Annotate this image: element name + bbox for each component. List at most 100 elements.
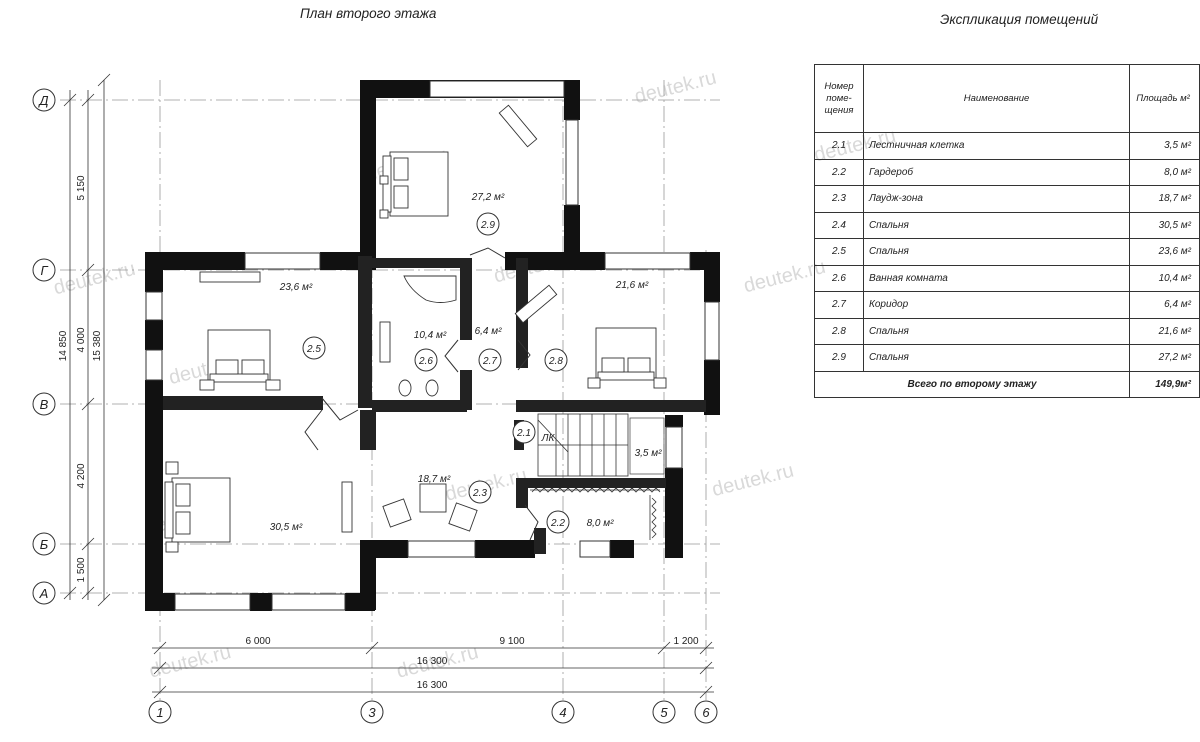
toilet-icon xyxy=(398,379,412,397)
grid-col-3: 3 xyxy=(368,705,376,720)
table-row: 2.7 Коридор 6,4 м² xyxy=(814,291,1200,319)
room-area-2-9: 27,2 м² xyxy=(471,192,505,203)
row-number: 2.6 xyxy=(814,264,864,292)
total-area: 149,9м² xyxy=(1129,370,1200,398)
room-area-2-6: 10,4 м² xyxy=(414,330,447,341)
header-number: Номер поме-щения xyxy=(814,64,864,133)
table-total-row: Всего по второму этажу 149,9м² xyxy=(813,370,1200,398)
row-area: 8,0 м² xyxy=(1129,158,1200,186)
watermark: deutek.ru xyxy=(51,258,137,300)
dim-overall-b: 15 380 xyxy=(92,330,103,361)
table-row: 2.2 Гардероб 8,0 м² xyxy=(814,158,1200,186)
tv-unit-icon xyxy=(199,271,261,283)
room-area-2-3: 18,7 м² xyxy=(418,474,451,485)
wardrobe-rails xyxy=(530,487,661,540)
row-number: 2.8 xyxy=(814,317,864,345)
plan-title: План второго этажа xyxy=(300,6,437,21)
table-row: 2.5 Спальня 23,6 м² xyxy=(814,238,1200,266)
room-id-2-3: 2.3 xyxy=(472,488,487,499)
row-number: 2.3 xyxy=(814,185,864,213)
room-area-2-5: 23,6 м² xyxy=(279,282,313,293)
table-row: 2.4 Спальня 30,5 м² xyxy=(814,211,1200,239)
grid-row-v: В xyxy=(40,397,49,412)
doors xyxy=(304,247,539,541)
vertical-dimension-labels: 5 150 4 000 4 200 1 500 14 850 15 380 xyxy=(58,175,103,582)
room-area-2-2: 8,0 м² xyxy=(587,518,615,529)
row-name: Спальня xyxy=(862,317,1131,345)
room-id-2-2: 2.2 xyxy=(550,518,565,529)
row-area: 23,6 м² xyxy=(1129,238,1200,266)
dim-b-a: 1 500 xyxy=(76,557,87,582)
row-name: Лаудж-зона xyxy=(862,185,1131,213)
dim-d-g: 5 150 xyxy=(76,175,87,200)
table-header-row: Номер поме-щения Наименование Площадь м² xyxy=(814,64,1200,133)
grid-col-5: 5 xyxy=(660,705,668,720)
dim-g-v: 4 000 xyxy=(76,327,87,352)
grid-row-b: Б xyxy=(40,537,49,552)
grid-col-1: 1 xyxy=(156,705,163,720)
room-area-2-8: 21,6 м² xyxy=(615,280,649,291)
dim-c3-5: 9 100 xyxy=(499,636,524,647)
grid-row-g: Г xyxy=(40,263,48,278)
toilet-icon xyxy=(425,379,439,397)
room-id-2-8: 2.8 xyxy=(548,356,563,367)
grid-col-4: 4 xyxy=(559,705,566,720)
room-tag-lk: ЛК xyxy=(541,433,556,444)
row-number: 2.1 xyxy=(814,132,864,160)
room-id-2-7: 2.7 xyxy=(482,356,497,367)
table-row: 2.1 Лестничная клетка 3,5 м² xyxy=(814,132,1200,160)
header-name: Наименование xyxy=(862,64,1131,133)
row-area: 6,4 м² xyxy=(1129,291,1200,319)
table-row: 2.9 Спальня 27,2 м² xyxy=(814,344,1200,372)
room-id-2-1: 2.1 xyxy=(516,428,531,439)
table-row: 2.6 Ванная комната 10,4 м² xyxy=(814,264,1200,292)
room-id-2-5: 2.5 xyxy=(306,344,321,355)
room-id-2-6: 2.6 xyxy=(418,356,433,367)
dim-overall-a: 14 850 xyxy=(58,330,69,361)
tv-unit-icon xyxy=(514,284,558,324)
vertical-dimensions xyxy=(63,73,111,607)
bathtub-icon xyxy=(403,275,457,303)
dim-v-b: 4 200 xyxy=(76,463,87,488)
dim-c1-3: 6 000 xyxy=(245,636,270,647)
grid-col-6: 6 xyxy=(702,705,710,720)
row-area: 18,7 м² xyxy=(1129,185,1200,213)
row-number: 2.4 xyxy=(814,211,864,239)
interior-walls xyxy=(163,256,706,554)
room-schedule-table: Номер поме-щения Наименование Площадь м²… xyxy=(813,64,1200,398)
total-label: Всего по второму этажу xyxy=(813,370,1131,398)
horizontal-dimension-labels: 6 000 9 100 1 200 16 300 16 300 xyxy=(245,636,698,691)
dim-total-2: 16 300 xyxy=(417,680,448,691)
dim-c5-6: 1 200 xyxy=(673,636,698,647)
armchair-icon xyxy=(448,502,478,532)
row-area: 10,4 м² xyxy=(1129,264,1200,292)
row-name: Спальня xyxy=(862,238,1131,266)
watermark: deutek.ru xyxy=(710,460,796,502)
row-area: 30,5 м² xyxy=(1129,211,1200,239)
row-number: 2.5 xyxy=(814,238,864,266)
row-name: Гардероб xyxy=(862,158,1131,186)
horizontal-dimensions xyxy=(152,641,714,699)
table-row: 2.8 Спальня 21,6 м² xyxy=(814,317,1200,345)
coffee-table-icon xyxy=(419,483,447,513)
header-area: Площадь м² xyxy=(1129,64,1200,133)
row-markers: Д Г В Б А xyxy=(32,88,56,605)
row-number: 2.9 xyxy=(814,344,864,372)
armchair-icon xyxy=(382,498,412,528)
room-area-2-4: 30,5 м² xyxy=(270,522,303,533)
row-name: Ванная комната xyxy=(862,264,1131,292)
row-name: Спальня xyxy=(862,344,1131,372)
table-title: Экспликация помещений xyxy=(940,12,1099,27)
table-row: 2.3 Лаудж-зона 18,7 м² xyxy=(814,185,1200,213)
row-name: Спальня xyxy=(862,211,1131,239)
watermark: deutek.ru xyxy=(632,67,718,109)
row-area: 21,6 м² xyxy=(1129,317,1200,345)
row-number: 2.2 xyxy=(814,158,864,186)
furniture xyxy=(164,104,667,553)
column-markers: 1 3 4 5 6 xyxy=(148,700,718,724)
room-area-2-1: 3,5 м² xyxy=(635,448,663,459)
row-name: Коридор xyxy=(862,291,1131,319)
tv-unit-icon xyxy=(341,481,353,533)
room-labels: 27,2 м² 2.9 23,6 м² 2.5 10,4 м² 2.6 6,4 … xyxy=(270,192,663,534)
